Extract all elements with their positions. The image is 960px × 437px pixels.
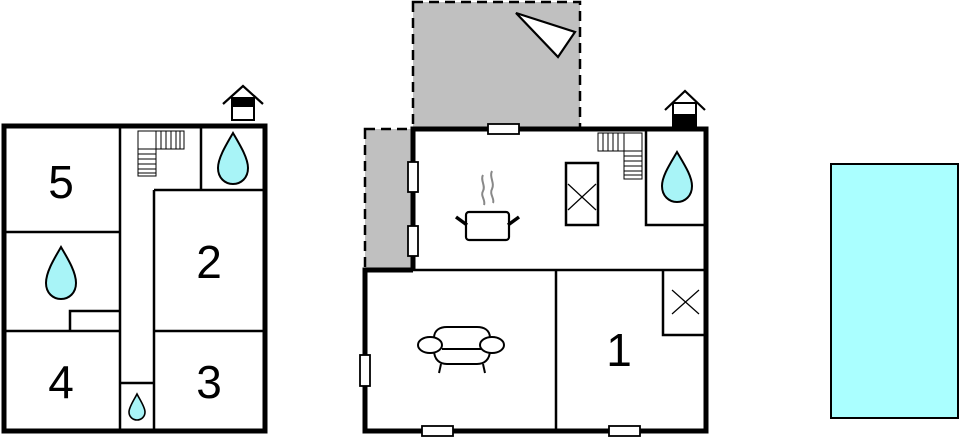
swimming-pool [830,163,959,419]
window [421,425,454,437]
room-number-5: 5 [48,156,74,208]
sun-terrace-icon [515,11,577,59]
window [407,225,419,257]
upper-floor-inner-walls [4,126,265,431]
terrace-left [363,127,415,272]
terrace-top [411,0,582,130]
room-number-4: 4 [48,356,74,408]
water-drop-icon [660,150,694,204]
windows [359,123,641,437]
sofa-icon [417,326,505,374]
entrance-icon [222,84,264,121]
window [608,425,641,437]
window [487,123,520,135]
water-drop-icon [128,392,146,421]
room-number-3: 3 [196,356,222,408]
room-number-2: 2 [196,236,222,288]
window [359,354,371,387]
stairs-icon [597,132,643,180]
water-drop-icon [44,245,78,301]
entrance-icon [664,89,706,128]
room-number-1: 1 [606,324,632,376]
water-drop-icon [216,131,250,186]
cooking-pot-icon [454,170,521,242]
ground-floor-plan: 1 [359,0,709,437]
window [407,161,419,193]
storage-x-icon [671,289,700,315]
stairs-icon [137,130,185,177]
upper-floor-plan: 5 2 4 3 [1,84,268,434]
fireplace-icon [564,161,600,227]
